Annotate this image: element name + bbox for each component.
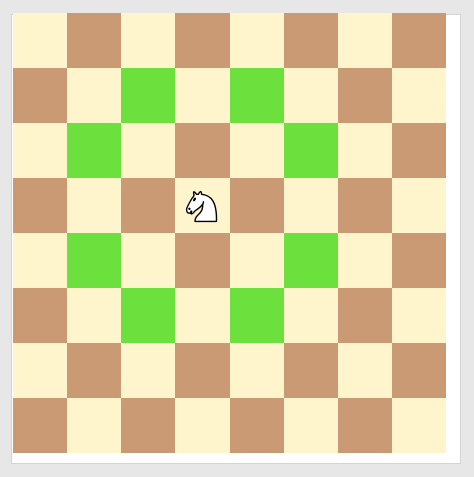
square-a5[interactable] (13, 178, 67, 233)
white-knight-icon[interactable] (181, 185, 223, 227)
square-c2[interactable] (121, 343, 175, 398)
square-b3[interactable] (67, 288, 121, 343)
square-h5[interactable] (392, 178, 446, 233)
square-a3[interactable] (13, 288, 67, 343)
square-g4[interactable] (338, 233, 392, 288)
square-d8[interactable] (175, 13, 229, 68)
square-c7[interactable] (121, 68, 175, 123)
square-h4[interactable] (392, 233, 446, 288)
square-f2[interactable] (284, 343, 338, 398)
square-e3[interactable] (230, 288, 284, 343)
square-g5[interactable] (338, 178, 392, 233)
square-g1[interactable] (338, 398, 392, 453)
square-a7[interactable] (13, 68, 67, 123)
square-c5[interactable] (121, 178, 175, 233)
square-b8[interactable] (67, 13, 121, 68)
square-h1[interactable] (392, 398, 446, 453)
square-f1[interactable] (284, 398, 338, 453)
square-d6[interactable] (175, 123, 229, 178)
square-g8[interactable] (338, 13, 392, 68)
square-d1[interactable] (175, 398, 229, 453)
square-a6[interactable] (13, 123, 67, 178)
square-d5[interactable] (175, 178, 229, 233)
square-d4[interactable] (175, 233, 229, 288)
square-b6[interactable] (67, 123, 121, 178)
square-c8[interactable] (121, 13, 175, 68)
square-e6[interactable] (230, 123, 284, 178)
square-b4[interactable] (67, 233, 121, 288)
square-c3[interactable] (121, 288, 175, 343)
square-e2[interactable] (230, 343, 284, 398)
square-h6[interactable] (392, 123, 446, 178)
square-c4[interactable] (121, 233, 175, 288)
square-b5[interactable] (67, 178, 121, 233)
square-g7[interactable] (338, 68, 392, 123)
square-a1[interactable] (13, 398, 67, 453)
square-e7[interactable] (230, 68, 284, 123)
square-g3[interactable] (338, 288, 392, 343)
square-f8[interactable] (284, 13, 338, 68)
square-h7[interactable] (392, 68, 446, 123)
square-a4[interactable] (13, 233, 67, 288)
square-f4[interactable] (284, 233, 338, 288)
square-b7[interactable] (67, 68, 121, 123)
square-h2[interactable] (392, 343, 446, 398)
square-e4[interactable] (230, 233, 284, 288)
square-b2[interactable] (67, 343, 121, 398)
chess-board (13, 13, 446, 453)
square-c6[interactable] (121, 123, 175, 178)
square-d7[interactable] (175, 68, 229, 123)
square-a8[interactable] (13, 13, 67, 68)
square-b1[interactable] (67, 398, 121, 453)
square-f7[interactable] (284, 68, 338, 123)
square-a2[interactable] (13, 343, 67, 398)
square-h3[interactable] (392, 288, 446, 343)
square-e8[interactable] (230, 13, 284, 68)
square-f3[interactable] (284, 288, 338, 343)
square-e1[interactable] (230, 398, 284, 453)
square-h8[interactable] (392, 13, 446, 68)
square-f6[interactable] (284, 123, 338, 178)
square-g2[interactable] (338, 343, 392, 398)
square-e5[interactable] (230, 178, 284, 233)
square-c1[interactable] (121, 398, 175, 453)
square-f5[interactable] (284, 178, 338, 233)
square-g6[interactable] (338, 123, 392, 178)
square-d3[interactable] (175, 288, 229, 343)
square-d2[interactable] (175, 343, 229, 398)
